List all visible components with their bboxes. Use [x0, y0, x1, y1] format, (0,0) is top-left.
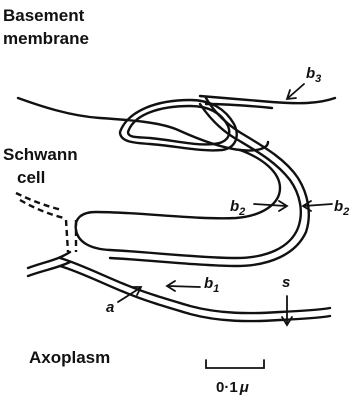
upper-right-membrane-outer: [200, 96, 335, 103]
b3-subscript: 3: [315, 73, 321, 85]
b1-label: b1: [204, 275, 219, 295]
b2-right-letter: b: [334, 198, 343, 215]
a-label: a: [106, 299, 114, 316]
b3-label: b3: [306, 65, 321, 85]
left-lower-strand-lower: [28, 262, 70, 276]
b2-right-label: b2: [334, 198, 349, 218]
b1-arrow-shaft: [168, 286, 200, 287]
outer-loop-outer-line: [76, 104, 301, 258]
b1-subscript: 1: [213, 283, 219, 295]
b2-right-subscript: 2: [342, 206, 349, 218]
scale-bar: [206, 360, 264, 368]
b2-left-letter: b: [230, 198, 239, 215]
scale-value: 0·1: [216, 379, 238, 396]
schwann-fold-inner: [128, 106, 229, 144]
basement-membrane-label-line2: membrane: [3, 29, 89, 48]
s-label: s: [282, 274, 290, 291]
b2-left-arrow-shaft: [254, 204, 286, 206]
axoplasm-label: Axoplasm: [29, 348, 110, 367]
schwann-cell-label-line1: Schwann: [3, 145, 78, 164]
b3-letter: b: [306, 65, 315, 82]
b1-letter: b: [204, 275, 213, 292]
b2-left-label: b2: [230, 198, 245, 218]
schwann-cell-label-line2: cell: [17, 168, 45, 187]
b2-left-subscript: 2: [238, 206, 245, 218]
basement-membrane-label-line1: Basement: [3, 6, 85, 25]
scale-unit: μ: [239, 379, 249, 396]
left-dashed-vertical-a: [66, 220, 68, 252]
